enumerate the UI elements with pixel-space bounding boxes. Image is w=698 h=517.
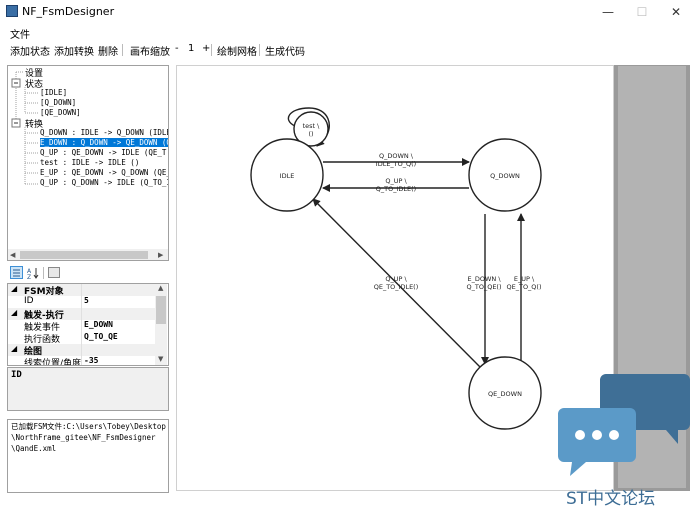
zoom-in-button[interactable]: + <box>202 43 211 54</box>
canvas-zoom-label: 画布缩放 <box>130 47 170 58</box>
toolbar-separator <box>122 44 123 56</box>
edge-label: Q_UP \ <box>385 177 407 185</box>
toolbar-separator <box>211 44 212 56</box>
state-node-q-down <box>468 138 542 212</box>
property-grid-scroll-thumb[interactable] <box>156 296 166 324</box>
edge-label: E_UP \ <box>514 275 535 283</box>
edge-label: IDLE_TO_Q() <box>376 160 416 168</box>
edge-label: QE_TO_IDLE() <box>374 283 419 291</box>
property-row[interactable]: 线索位置/角度-35 <box>24 356 99 366</box>
tree-state-item[interactable]: [IDLE] <box>40 88 68 97</box>
tree-transition-item[interactable]: test : IDLE -> IDLE () <box>40 158 140 167</box>
edge-label: QE_TO_Q() <box>507 283 542 291</box>
edge-label: Q_TO_IDLE() <box>376 185 416 193</box>
state-label: Q_DOWN <box>490 172 520 180</box>
transition-arrow <box>312 198 485 372</box>
zoom-value: 1 <box>188 43 195 54</box>
property-pages-icon[interactable] <box>48 267 60 278</box>
edge-label: Q_DOWN \ <box>379 152 414 160</box>
scroll-right-icon[interactable]: ▶ <box>158 251 164 259</box>
scroll-left-icon[interactable]: ◀ <box>10 251 16 259</box>
minimize-button[interactable]: — <box>602 5 614 19</box>
add-transition-button[interactable]: 添加转换 <box>54 47 94 58</box>
add-state-button[interactable]: 添加状态 <box>10 47 50 58</box>
watermark-logo-icon <box>558 374 690 476</box>
edge-label: Q_TO_QE() <box>467 283 502 291</box>
property-category[interactable]: ◢绘图 <box>8 344 156 357</box>
zoom-out-button[interactable]: - <box>175 43 179 54</box>
property-category[interactable]: ◢触发-执行 <box>8 308 156 321</box>
property-description-panel: ID <box>7 367 169 411</box>
description-title: ID <box>11 370 22 380</box>
tree-lines <box>11 71 38 185</box>
tree-transition-item[interactable]: E_UP : QE_DOWN -> Q_DOWN (QE_ <box>40 168 169 177</box>
tree-state-item[interactable]: [QE_DOWN] <box>40 108 81 117</box>
state-node-idle <box>250 138 324 212</box>
menu-file[interactable]: 文件 <box>10 30 30 41</box>
tree-transition-item-selected[interactable]: E_DOWN : Q_DOWN -> QE_DOWN (Q <box>40 138 169 147</box>
tree-scroll-thumb[interactable] <box>20 251 148 259</box>
collapse-icon[interactable]: ◢ <box>11 308 18 317</box>
categorized-view-icon[interactable] <box>10 266 23 279</box>
fsm-canvas[interactable]: IDLE Q_DOWN QE_DOWN test \ () Q_DOWN \ I… <box>176 65 614 491</box>
fsm-diagram[interactable]: IDLE Q_DOWN QE_DOWN test \ () Q_DOWN \ I… <box>177 66 613 490</box>
self-loop-arc <box>287 107 330 139</box>
toolbar-separator <box>43 267 44 279</box>
watermark-text: ST中文论坛 <box>566 489 656 509</box>
collapse-icon[interactable]: ◢ <box>11 284 18 293</box>
tree-transition-item[interactable]: Q_UP : QE_DOWN -> IDLE (QE_T <box>40 148 167 157</box>
title-bar <box>0 0 698 24</box>
state-node-qe-down <box>468 356 542 430</box>
svg-text:Z: Z <box>27 274 31 279</box>
toolbar-separator <box>259 44 260 56</box>
generate-code-button[interactable]: 生成代码 <box>265 47 305 58</box>
tree-node-transitions[interactable]: 转换 <box>25 120 44 130</box>
edge-label: E_DOWN \ <box>467 275 501 283</box>
maximize-button[interactable]: ☐ <box>636 5 648 19</box>
app-icon <box>6 5 18 17</box>
fsm-tree-view[interactable]: 设置 状态 [IDLE] [Q_DOWN] [QE_DOWN] 转换 Q_DOW… <box>7 65 169 261</box>
tree-state-item[interactable]: [Q_DOWN] <box>40 98 77 107</box>
property-category[interactable]: ◢FSM对象 <box>8 284 156 297</box>
tree-transition-item[interactable]: Q_UP : Q_DOWN -> IDLE (Q_TO_I <box>40 178 169 187</box>
tree-node-settings[interactable]: 设置 <box>25 69 44 79</box>
property-grid-divider[interactable] <box>81 284 82 365</box>
state-label: IDLE <box>280 172 295 180</box>
close-button[interactable]: ✕ <box>670 5 682 19</box>
scroll-up-icon[interactable]: ▲ <box>158 284 164 292</box>
delete-button[interactable]: 删除 <box>98 47 118 58</box>
window-title: NF_FsmDesigner <box>22 5 115 18</box>
edge-label: Q_UP \ <box>385 275 407 283</box>
edge-label: () <box>308 130 313 138</box>
collapse-icon[interactable]: ◢ <box>11 344 18 353</box>
log-output[interactable]: 已加载FSM文件:C:\Users\Tobey\Desktop \NorthFr… <box>7 419 169 493</box>
svg-text:A: A <box>27 268 32 275</box>
scroll-down-icon[interactable]: ▼ <box>158 355 164 363</box>
state-label: QE_DOWN <box>488 390 522 398</box>
menu-bar <box>0 24 698 41</box>
tree-node-states[interactable]: 状态 <box>25 80 44 90</box>
draw-grid-button[interactable]: 绘制网格 <box>217 47 257 58</box>
tree-transition-item[interactable]: Q_DOWN : IDLE -> Q_DOWN (IDLE <box>40 128 169 137</box>
self-loop-circle <box>293 111 329 147</box>
edge-label: test \ <box>303 122 321 130</box>
